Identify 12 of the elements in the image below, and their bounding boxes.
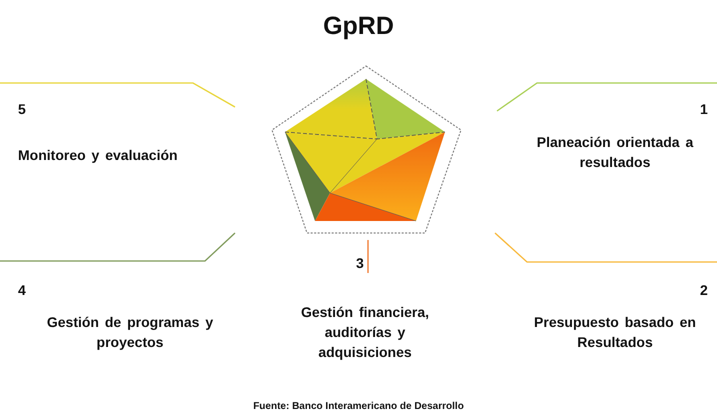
item-number: 2	[700, 282, 708, 298]
item-label: Gestión financiera, auditorías y adquisiciones	[300, 303, 430, 362]
item-label: Monitoreo y evaluación	[18, 146, 179, 165]
item-number: 4	[18, 282, 26, 298]
title: GpRD	[322, 12, 395, 41]
item-number: 1	[700, 101, 708, 117]
source-caption: Fuente: Banco Interamericano de Desarrollo	[252, 401, 465, 412]
item-number: 3	[356, 255, 364, 271]
item-number: 5	[18, 101, 26, 117]
item-label: Gestión de programas y proyectos	[46, 313, 214, 352]
item-label: Planeación orientada a resultados	[536, 133, 694, 172]
item-label: Presupuesto basado en Resultados	[533, 313, 697, 352]
